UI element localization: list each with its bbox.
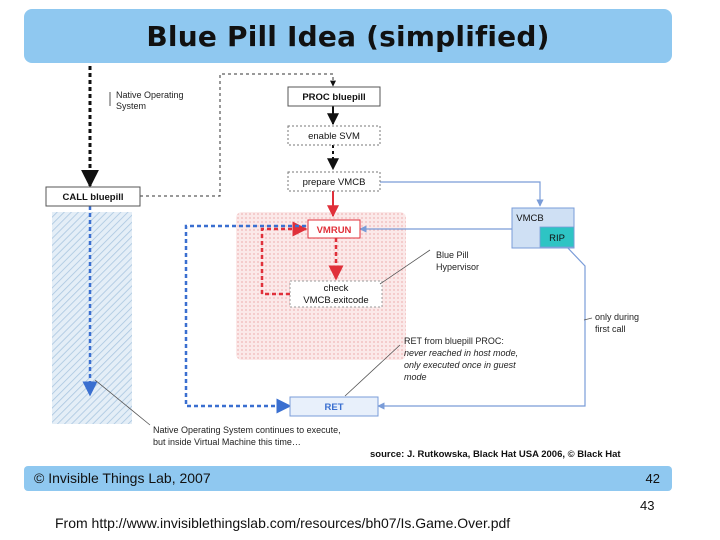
call-bluepill-box: [45, 186, 141, 207]
ret-note-line2: never reached in host mode,: [404, 348, 518, 358]
slide-title: Blue Pill Idea (simplified): [146, 19, 550, 53]
native-os-note-line1: Native Operating: [116, 90, 184, 100]
slide-footer: © Invisible Things Lab, 2007 42: [24, 466, 672, 491]
enable-svm-box: [287, 125, 381, 146]
hypervisor-leader: [379, 249, 431, 285]
first-call-note-line2: first call: [595, 324, 626, 334]
vmcb-label: VMCB: [516, 213, 543, 224]
check-loop-line: [260, 221, 308, 296]
call-bluepill-label: CALL bluepill: [62, 192, 123, 203]
prepare-vmcb-label: prepare VMCB: [303, 177, 366, 188]
guest-mode-area: [52, 212, 132, 424]
continues-leader: [94, 379, 151, 426]
vmrun-box: [307, 219, 361, 239]
first-call-leader: [583, 317, 593, 321]
rip-to-ret-line: [377, 245, 586, 410]
ret-note-line4: mode: [404, 372, 427, 382]
blue-pill-diagram: PROC bluepill enable SVM prepare VMCB VM…: [45, 66, 639, 460]
continues-note-line1: Native Operating System continues to exe…: [153, 425, 341, 435]
source-url: From http://www.invisiblethingslab.com/r…: [55, 515, 511, 531]
vmrun-to-guest-line: [184, 224, 306, 414]
proc-bluepill-label: PROC bluepill: [302, 92, 365, 103]
continues-note-line2: but inside Virtual Machine this time…: [153, 437, 301, 447]
footer-slide-number: 42: [645, 471, 660, 486]
first-call-note-line1: only during: [595, 312, 639, 322]
rip-box: [539, 226, 575, 248]
vmrun-label: VMRUN: [317, 225, 352, 236]
hypervisor-note-line2: Hypervisor: [436, 262, 479, 272]
page-number: 43: [640, 498, 655, 513]
ret-note-line3: only executed once in guest: [404, 360, 516, 370]
check-label-line2: VMCB.exitcode: [303, 295, 368, 306]
hypervisor-note-line1: Blue Pill: [436, 250, 469, 260]
call-to-proc-line: [140, 73, 336, 197]
enable-svm-label: enable SVM: [308, 131, 360, 142]
prepare-vmcb-box: [287, 171, 381, 192]
ret-note-line1: RET from bluepill PROC:: [404, 336, 504, 346]
title-bar: Blue Pill Idea (simplified): [24, 9, 672, 63]
check-label-line1: check: [324, 283, 349, 294]
check-exitcode-box: [289, 280, 383, 308]
footer-copyright: © Invisible Things Lab, 2007: [34, 470, 211, 486]
prepare-to-vmcb-line: [380, 181, 544, 207]
diagram-credit: source: J. Rutkowska, Black Hat USA 2006…: [370, 449, 621, 460]
ret-note-leader: [344, 344, 401, 397]
proc-bluepill-box: [287, 86, 381, 107]
native-os-note-line2: System: [116, 101, 146, 111]
rip-label: RIP: [549, 233, 565, 244]
ret-box: [289, 396, 379, 417]
ret-label: RET: [325, 402, 344, 413]
